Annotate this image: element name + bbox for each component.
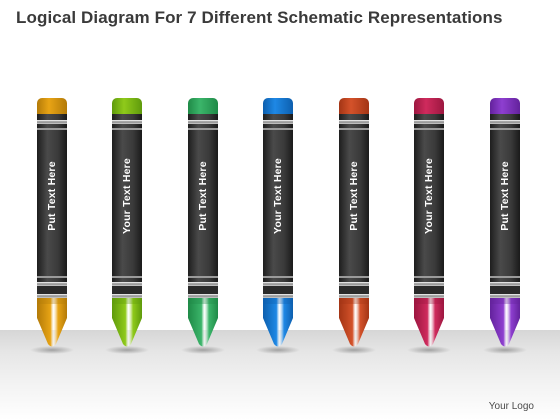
crayon-graphic — [483, 98, 527, 354]
crayon-3: Put Text Here — [181, 96, 225, 354]
crayon-label: Put Text Here — [197, 161, 209, 231]
crayon-4: Your Text Here — [256, 96, 300, 354]
crayon-2: Your Text Here — [105, 96, 149, 354]
crayon-graphic — [105, 98, 149, 354]
crayon-label: Your Text Here — [272, 158, 284, 234]
crayon-label: Your Text Here — [121, 158, 133, 234]
crayon-graphic — [256, 98, 300, 354]
crayon-graphic — [181, 98, 225, 354]
logo-text: Your Logo — [488, 401, 534, 412]
crayon-graphic — [407, 98, 451, 354]
crayon-label: Put Text Here — [499, 161, 511, 231]
crayon-5: Put Text Here — [332, 96, 376, 354]
crayon-label: Your Text Here — [423, 158, 435, 234]
crayon-label: Put Text Here — [348, 161, 360, 231]
crayon-6: Your Text Here — [407, 96, 451, 354]
crayon-graphic — [30, 98, 74, 354]
crayon-1: Put Text Here — [30, 96, 74, 354]
crayon-7: Put Text Here — [483, 96, 527, 354]
crayon-graphic — [332, 98, 376, 354]
crayon-label: Put Text Here — [46, 161, 58, 231]
page-title: Logical Diagram For 7 Different Schemati… — [16, 8, 503, 27]
